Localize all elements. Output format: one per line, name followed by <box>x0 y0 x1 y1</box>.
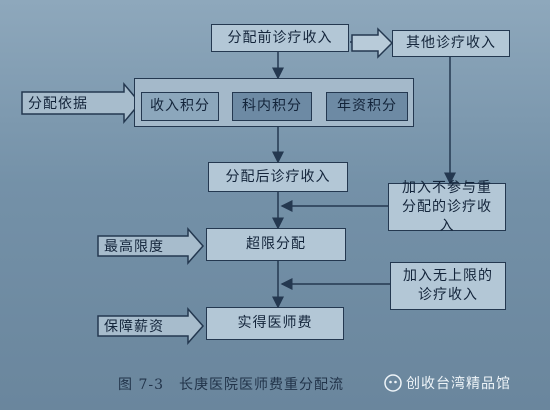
income-points-box: 收入积分 <box>141 92 219 121</box>
add-unlimited-income-box: 加入无上限的诊疗收入 <box>390 262 506 310</box>
allocation-basis-label: 分配依据 <box>28 96 88 112</box>
salary-guarantee-label: 保障薪资 <box>104 319 164 335</box>
arrow-basis <box>21 81 141 125</box>
dept-points-box: 科内积分 <box>232 92 312 121</box>
arrow-pre-to-other-head <box>351 27 394 59</box>
post-allocation-income-label: 分配后诊疗收入 <box>225 168 331 185</box>
other-income-label: 其他诊疗收入 <box>406 35 496 51</box>
wechat-logo-icon <box>384 374 402 392</box>
income-points-label: 收入积分 <box>150 98 210 114</box>
add-nonshared-income-box: 加入不参与重分配的诊疗收入 <box>388 180 506 234</box>
max-limit-arrow: 最高限度 <box>98 236 188 256</box>
seniority-points-box: 年资积分 <box>326 92 408 121</box>
arrow-salary <box>97 307 205 345</box>
actual-physician-fee-label: 实得医师费 <box>237 315 313 331</box>
other-income-box: 其他诊疗收入 <box>392 30 510 57</box>
add-unlimited-income-label: 加入无上限的诊疗收入 <box>403 268 493 303</box>
actual-physician-fee-box: 实得医师费 <box>206 307 344 340</box>
allocation-basis-arrow: 分配依据 <box>22 92 124 114</box>
arrow-max-limit <box>97 227 205 265</box>
over-limit-allocation-box: 超限分配 <box>206 228 346 261</box>
max-limit-label: 最高限度 <box>104 239 164 255</box>
watermark-text: 创收台湾精品馆 <box>406 376 511 392</box>
pre-allocation-income-label: 分配前诊疗收入 <box>227 29 333 46</box>
pre-allocation-income-box: 分配前诊疗收入 <box>211 24 349 52</box>
add-nonshared-income-label: 加入不参与重分配的诊疗收入 <box>402 179 492 234</box>
over-limit-allocation-label: 超限分配 <box>246 236 306 252</box>
figure-caption: 图 7-3 长庚医院医师费重分配流 <box>118 377 344 393</box>
dept-points-label: 科内积分 <box>242 98 302 114</box>
post-allocation-income-box: 分配后诊疗收入 <box>208 162 348 192</box>
salary-guarantee-arrow: 保障薪资 <box>98 316 188 336</box>
seniority-points-label: 年资积分 <box>337 98 397 114</box>
watermark: 创收台湾精品馆 <box>384 372 511 394</box>
